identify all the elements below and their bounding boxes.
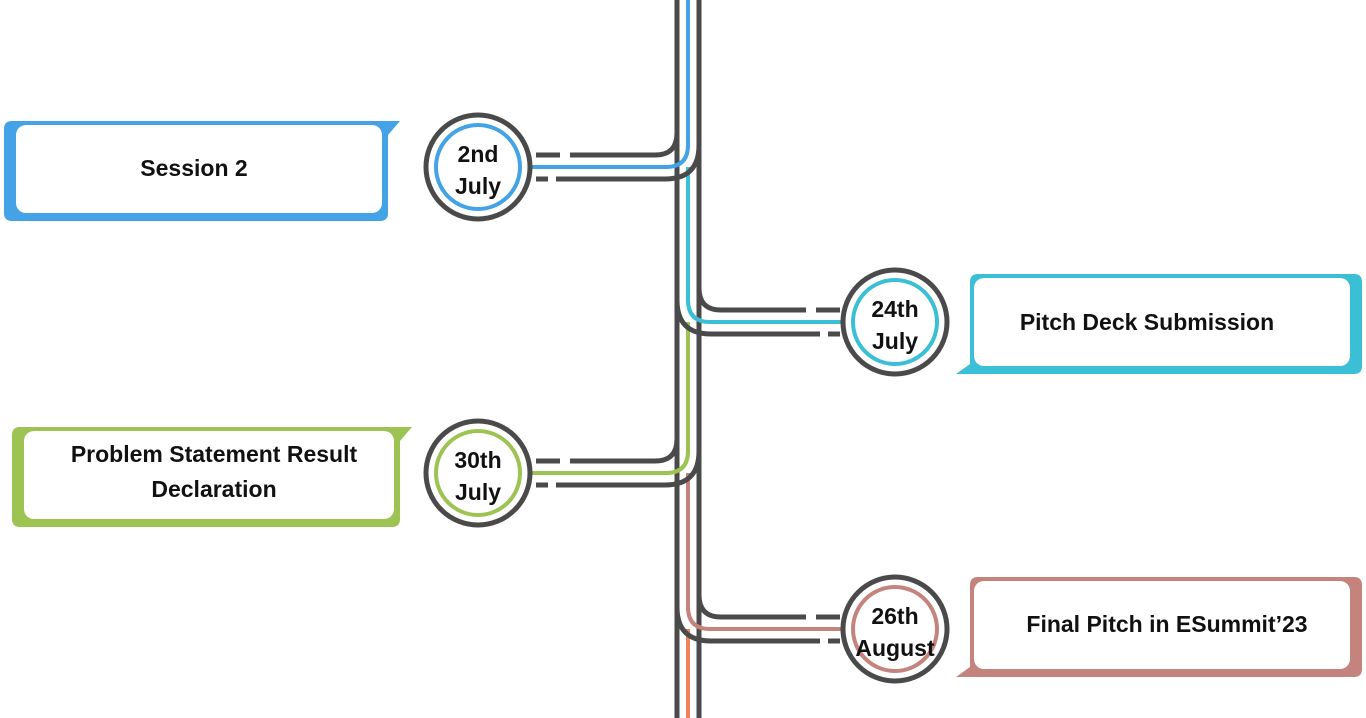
branch-rail-upper	[696, 594, 806, 620]
branch-rail-lower	[674, 606, 820, 644]
branch-rail-upper	[570, 132, 680, 158]
event-title-line: Declaration	[151, 476, 276, 502]
event-title-line: Problem Statement Result	[71, 441, 358, 467]
date-line-1: 24th	[871, 296, 918, 322]
branch-rail-lower	[556, 450, 702, 488]
event-box	[16, 125, 382, 213]
track-segment-2	[686, 167, 850, 324]
date-circle-inner	[851, 278, 939, 366]
branch-rail-lower	[674, 299, 820, 337]
timeline-tracks	[525, 0, 850, 718]
date-circle-inner	[434, 429, 522, 517]
date-line-2: August	[855, 635, 935, 661]
track-segment-4	[686, 473, 850, 631]
event-title-line: Session 2	[140, 155, 247, 181]
date-line-1: 2nd	[458, 141, 499, 167]
event-box	[24, 431, 394, 519]
event-box	[974, 278, 1350, 366]
date-line-2: July	[455, 173, 501, 199]
date-line-2: July	[455, 479, 501, 505]
date-circle-inner	[434, 123, 522, 211]
branch-rail-lower	[556, 144, 702, 182]
date-line-1: 26th	[871, 603, 918, 629]
event-title-line: Final Pitch in ESummit’23	[1026, 611, 1307, 637]
event-box	[974, 581, 1350, 669]
date-circle-inner	[851, 585, 939, 673]
track-segment-1	[525, 0, 690, 169]
track-segment-3	[525, 322, 690, 475]
date-line-2: July	[872, 328, 918, 354]
date-line-1: 30th	[454, 447, 501, 473]
branch-rail-upper	[696, 287, 806, 313]
branch-rail-upper	[570, 438, 680, 464]
event-title-line: Pitch Deck Submission	[1020, 309, 1274, 335]
